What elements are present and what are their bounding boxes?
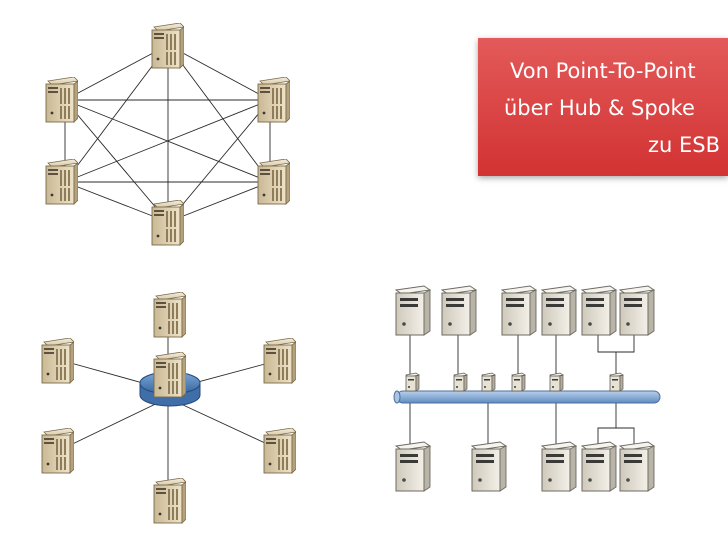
- tower-server-icon: [581, 285, 617, 336]
- tower-server-icon: [541, 441, 577, 492]
- rack-server-icon: [45, 159, 78, 205]
- bus-adapter-icon: [549, 372, 564, 392]
- rack-server-icon: [257, 77, 290, 123]
- title-line-2: über Hub & Spoke: [504, 96, 695, 120]
- tower-server-icon: [395, 285, 431, 336]
- title-line-3: zu ESB: [647, 133, 720, 157]
- bus-adapter-icon: [609, 372, 624, 392]
- title-callout: Von Point-To-Point über Hub & Spoke zu E…: [478, 38, 728, 176]
- rack-server-icon: [263, 338, 296, 384]
- tower-server-icon: [619, 441, 655, 492]
- rack-server-icon: [153, 292, 186, 338]
- tower-server-icon: [541, 285, 577, 336]
- bus-adapter-icon: [405, 372, 420, 392]
- rack-server-icon: [153, 478, 186, 524]
- service-bus: [393, 390, 661, 404]
- rack-server-icon: [257, 159, 290, 205]
- bus-adapter-icon: [481, 372, 496, 392]
- bus-adapter-icon: [511, 372, 526, 392]
- tower-server-icon: [395, 441, 431, 492]
- hub-server-icon: [153, 352, 186, 398]
- rack-server-icon: [45, 77, 78, 123]
- tower-server-icon: [471, 441, 507, 492]
- rack-server-icon: [263, 428, 296, 474]
- tower-server-icon: [619, 285, 655, 336]
- tower-server-icon: [581, 441, 617, 492]
- hub-and-spoke-diagram: [41, 292, 296, 524]
- tower-server-icon: [441, 285, 477, 336]
- rack-server-icon: [41, 338, 74, 384]
- rack-server-icon: [41, 428, 74, 474]
- title-line-1: Von Point-To-Point: [510, 59, 696, 83]
- bus-adapter-icon: [453, 372, 468, 392]
- mesh-links: [64, 44, 271, 223]
- rack-server-icon: [151, 23, 184, 69]
- esb-diagram: [393, 285, 661, 492]
- point-to-point-diagram: [45, 23, 290, 246]
- tower-server-icon: [501, 285, 537, 336]
- rack-server-icon: [151, 200, 184, 246]
